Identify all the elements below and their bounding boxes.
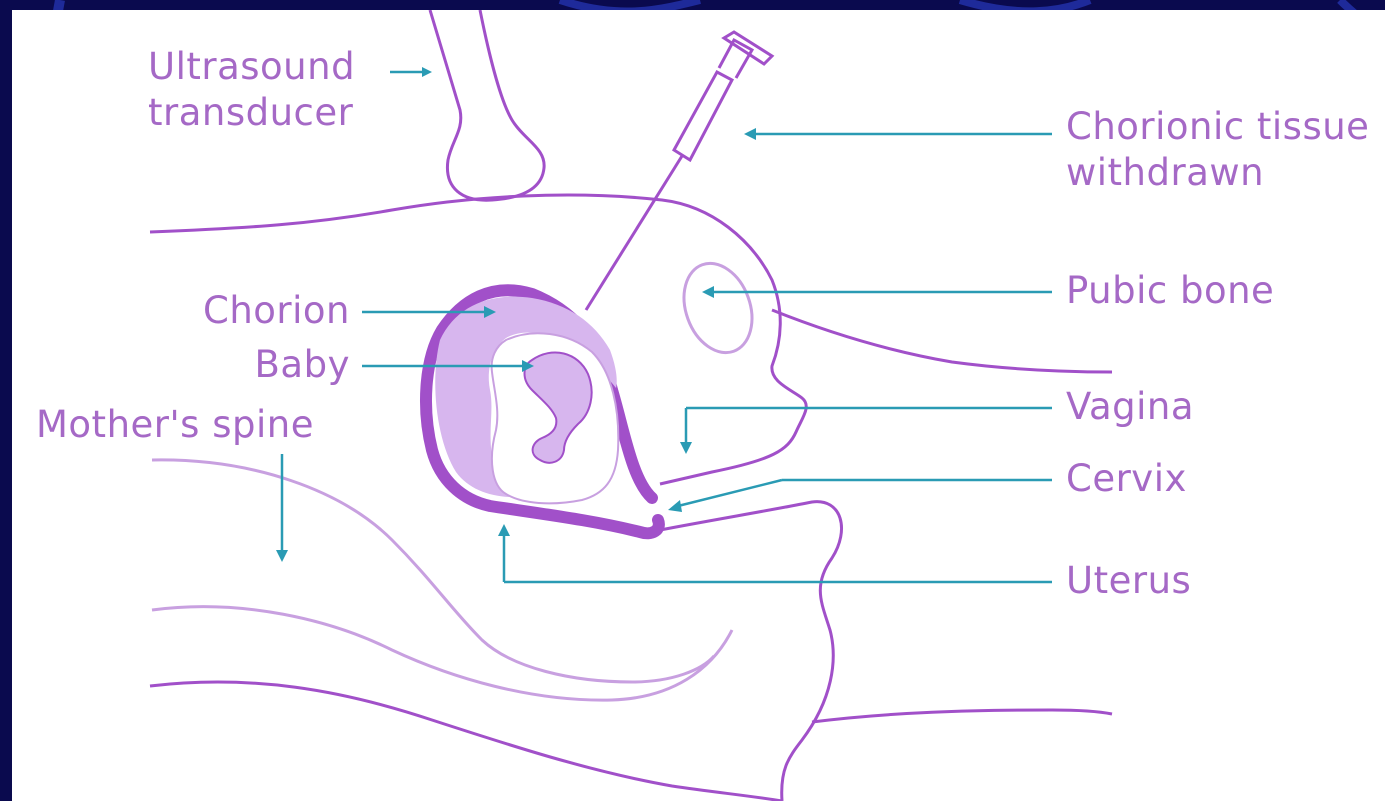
arrowhead-mothers-spine <box>276 550 288 562</box>
label-ultrasound-line1: Ultrasound <box>148 46 355 88</box>
pubic-bone <box>672 254 764 362</box>
label-chorionic-tissue-line1: Chorionic tissue <box>1066 106 1369 148</box>
leg-line <box>812 710 1112 722</box>
label-uterus: Uterus <box>1066 560 1191 602</box>
label-ultrasound-line2: transducer <box>148 92 353 134</box>
label-chorion: Chorion <box>203 290 350 332</box>
spine-inner-curve <box>152 607 732 700</box>
label-cervix: Cervix <box>1066 458 1187 500</box>
back-outline <box>150 682 782 801</box>
label-vagina: Vagina <box>1066 386 1194 428</box>
arrowhead-pubic-bone <box>702 286 714 298</box>
arrowhead-chorionic-tissue <box>744 128 756 140</box>
vagina-lower-wall <box>660 502 842 801</box>
diagram-panel: Ultrasound transducer Chorionic tissue w… <box>12 10 1385 801</box>
arrowhead-cervix <box>668 500 682 512</box>
label-chorionic-tissue-line2: withdrawn <box>1066 152 1264 194</box>
leader-cervix-diag <box>678 480 782 506</box>
ultrasound-transducer-shape <box>430 10 544 200</box>
label-baby: Baby <box>255 344 350 386</box>
leader-lines <box>276 67 1052 582</box>
arrowhead-vagina <box>680 442 692 454</box>
arrowhead-uterus <box>498 524 510 536</box>
arrowhead-ultrasound <box>422 67 432 77</box>
label-pubic-bone: Pubic bone <box>1066 270 1274 312</box>
label-mothers-spine: Mother's spine <box>36 404 314 446</box>
thigh-line <box>772 310 1112 372</box>
mothers-spine-curve <box>152 460 714 682</box>
syringe <box>586 32 772 310</box>
